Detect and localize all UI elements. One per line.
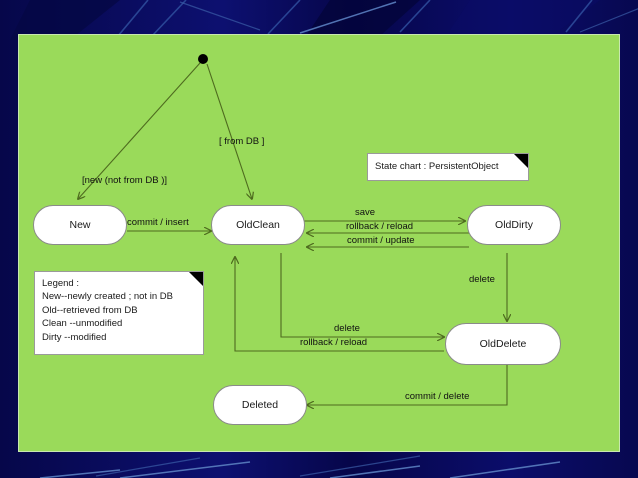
- state-olddirty[interactable]: OldDirty: [467, 205, 561, 245]
- legend-line-2: Old--retrieved from DB: [42, 304, 138, 316]
- state-deleted-label: Deleted: [241, 399, 279, 411]
- edge-label-from-db-guard: [ from DB ]: [219, 136, 265, 147]
- edge-label-commit-delete: commit / delete: [405, 391, 470, 402]
- edge-label-delete-mid: delete: [334, 323, 360, 334]
- edge-label-rollback-reload-low: rollback / reload: [300, 337, 368, 348]
- legend-fold-corner-icon: [189, 272, 203, 286]
- legend-note: Legend : New--newly created ; not in DB …: [34, 271, 204, 355]
- legend-line-0: Legend :: [42, 278, 79, 289]
- legend-line-1: New--newly created ; not in DB: [42, 291, 173, 303]
- state-new-label: New: [69, 219, 91, 231]
- edge-label-save: save: [355, 207, 376, 218]
- edge-label-commit-insert: commit / insert: [127, 217, 189, 228]
- edge-label-commit-update: commit / update: [347, 235, 415, 246]
- diagram-canvas: New OldClean OldDirty OldDelete Deleted …: [18, 34, 620, 452]
- state-chart-title-note: State chart : PersistentObject: [367, 153, 529, 181]
- state-oldclean[interactable]: OldClean: [211, 205, 305, 245]
- state-oldclean-label: OldClean: [236, 219, 280, 231]
- state-new[interactable]: New: [33, 205, 127, 245]
- diagram-connectors: [19, 54, 621, 453]
- edge-label-new-guard: [new (not from DB )]: [82, 175, 167, 186]
- state-olddirty-label: OldDirty: [495, 219, 533, 231]
- state-olddelete-label: OldDelete: [479, 338, 527, 350]
- note-fold-corner-icon: [514, 154, 528, 168]
- state-deleted[interactable]: Deleted: [213, 385, 307, 425]
- legend-line-4: Dirty --modified: [42, 331, 107, 343]
- edge-label-delete-right: delete: [469, 274, 495, 285]
- state-olddelete[interactable]: OldDelete: [445, 323, 561, 365]
- legend-line-3: Clean --unmodified: [42, 318, 123, 330]
- edge-label-rollback-reload-top: rollback / reload: [346, 221, 414, 232]
- state-chart-title-text: State chart : PersistentObject: [375, 161, 499, 173]
